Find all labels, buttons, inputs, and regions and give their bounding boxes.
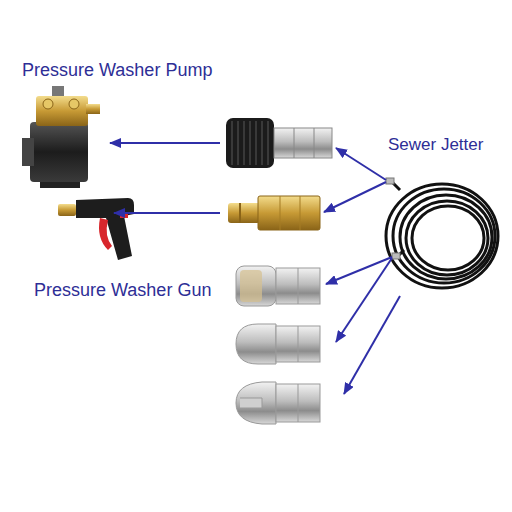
hose-tip: [392, 253, 400, 259]
pump-valve: [43, 99, 53, 109]
hex-edges: [298, 384, 299, 422]
hex-edges: [298, 268, 299, 304]
pointer-arrow: [344, 296, 400, 394]
hose-coil: [386, 178, 498, 288]
hose-loop: [393, 189, 495, 283]
nozzle: [236, 266, 320, 306]
hose-loop: [406, 201, 488, 275]
pointer-arrow: [336, 148, 386, 180]
component-label: Pressure Washer Pump: [22, 60, 212, 82]
nozzle-hex: [276, 268, 320, 304]
gun-nozzle: [58, 204, 76, 216]
pump-body: [30, 122, 88, 182]
pointer-arrow: [324, 182, 386, 212]
gun-trigger: [99, 218, 112, 250]
component-label: Sewer Jetter: [388, 135, 483, 155]
hose-loop: [386, 184, 498, 288]
nozzle-hex: [276, 326, 320, 362]
pointer-arrow: [326, 257, 392, 284]
hose-loop: [412, 206, 484, 270]
gun-body: [76, 198, 134, 260]
nozzle: [236, 382, 320, 424]
plug-stem: [228, 203, 260, 223]
coupler-fitting: [226, 118, 332, 168]
hex-edges: [280, 196, 300, 230]
pointer-arrow: [114, 212, 220, 214]
nozzle-tip: [240, 398, 262, 408]
coupler-hex: [274, 128, 332, 158]
pump-illustration: [22, 86, 100, 188]
pump-flange: [22, 138, 34, 166]
nozzle-insert: [240, 270, 262, 302]
nozzle-head: [236, 266, 276, 306]
pump-valve: [69, 99, 79, 109]
component-label: Pressure Washer Gun: [34, 280, 211, 302]
pump-base: [40, 182, 80, 188]
pointer-arrow: [110, 142, 220, 144]
knurl-lines: [232, 121, 268, 165]
coupler-nut: [226, 118, 274, 168]
pump-outlet: [86, 104, 100, 114]
pointer-arrow: [336, 258, 392, 342]
pump-cap: [52, 86, 64, 96]
nozzle: [236, 324, 320, 364]
nozzle-head: [236, 324, 276, 364]
hex-edges: [294, 128, 314, 158]
nozzle-hex: [276, 384, 320, 422]
gun-illustration: [58, 198, 134, 260]
hose-tip: [386, 178, 394, 184]
nozzle-head: [236, 382, 276, 424]
plug-fitting: [228, 196, 320, 230]
pointer-arrows: [110, 143, 400, 394]
hex-edges: [298, 326, 299, 362]
plug-groove: [239, 203, 241, 223]
pump-head: [36, 96, 88, 126]
plug-nut: [258, 196, 320, 230]
hose-loop: [400, 195, 492, 279]
